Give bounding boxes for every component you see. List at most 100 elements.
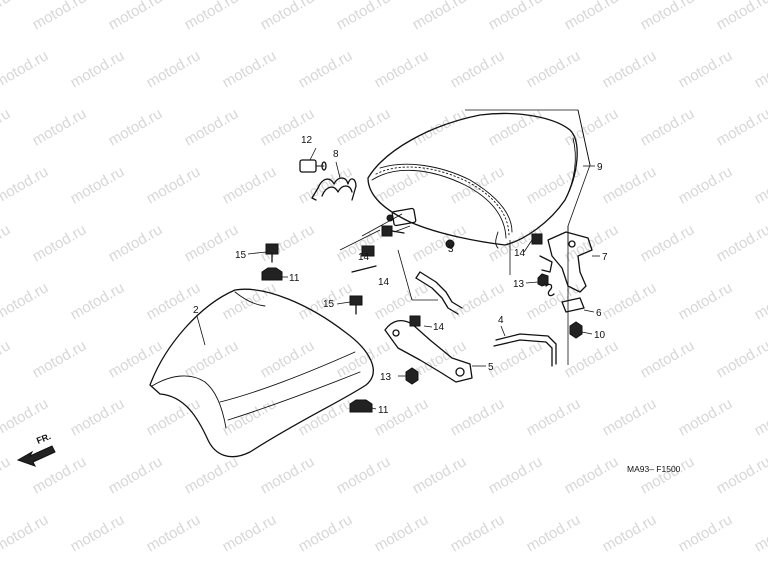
watermark-text: motod.ru: [448, 511, 508, 555]
watermark-text: motod.ru: [638, 105, 698, 149]
watermark-text: motod.ru: [144, 47, 204, 91]
watermark-text: motod.ru: [562, 0, 622, 33]
watermark-text: motod.ru: [638, 221, 698, 265]
watermark-text: motod.ru: [30, 221, 90, 265]
watermark-text: motod.ru: [182, 453, 242, 497]
watermark-text: motod.ru: [372, 395, 432, 439]
watermark-text: motod.ru: [0, 163, 51, 207]
watermark-text: motod.ru: [68, 395, 128, 439]
bolts-14-center: [351, 225, 405, 273]
watermark-text: motod.ru: [0, 47, 51, 91]
watermark-text: motod.ru: [752, 395, 768, 439]
watermark-text: motod.ru: [182, 0, 242, 33]
watermark-text: motod.ru: [296, 395, 356, 439]
watermark-text: motod.ru: [258, 221, 318, 265]
watermark-text: motod.ru: [334, 0, 394, 33]
watermark-text: motod.ru: [676, 511, 736, 555]
watermark-text: motod.ru: [486, 337, 546, 381]
watermark-text: motod.ru: [68, 511, 128, 555]
watermark-text: motod.ru: [524, 511, 584, 555]
watermark-text: motod.ru: [752, 511, 768, 555]
watermark-text: motod.ru: [676, 47, 736, 91]
seat-lock-bracket: [384, 315, 473, 383]
callout-14-d: 14: [514, 248, 526, 259]
watermark-text: motod.ru: [600, 395, 660, 439]
watermark-text: motod.ru: [372, 511, 432, 555]
watermark-text: motod.ru: [182, 105, 242, 149]
front-direction-marker: FR.: [16, 431, 56, 467]
watermark-text: motod.ru: [296, 47, 356, 91]
watermark-text: motod.ru: [714, 0, 768, 33]
watermark-text: motod.ru: [486, 453, 546, 497]
watermark-text: motod.ru: [106, 453, 166, 497]
watermark-text: motod.ru: [0, 279, 51, 323]
watermark-text: motod.ru: [714, 105, 768, 149]
callout-2: 2: [193, 305, 199, 316]
watermark-text: motod.ru: [258, 337, 318, 381]
lock-rod: [493, 333, 557, 367]
nut-11-upper: [261, 267, 283, 281]
seat-lock: [531, 231, 593, 293]
watermark-text: motod.ru: [448, 47, 508, 91]
watermark-text: motod.ru: [676, 163, 736, 207]
watermark-text: motod.ru: [676, 395, 736, 439]
watermark-text: motod.ru: [334, 453, 394, 497]
watermark-text: motod.ru: [220, 47, 280, 91]
callout-14-a: 14: [358, 252, 370, 263]
watermark-text: motod.ru: [562, 453, 622, 497]
watermark-text: motod.ru: [106, 337, 166, 381]
callout-5: 5: [488, 362, 494, 373]
watermark-text: motod.ru: [258, 0, 318, 33]
callout-15-upper: 15: [235, 250, 247, 261]
watermark-text: motod.ru: [0, 0, 13, 33]
watermark-text: motod.ru: [68, 279, 128, 323]
callout-11-lower: 11: [378, 405, 389, 416]
seat-lock-cable: [415, 271, 463, 315]
rear-seat-cowl: [367, 112, 578, 249]
watermark-text: motod.ru: [638, 0, 698, 33]
watermark-text: motod.ru: [0, 511, 51, 555]
watermark-text: motod.ru: [372, 47, 432, 91]
watermark-text: motod.ru: [68, 47, 128, 91]
callout-4: 4: [498, 315, 504, 326]
callout-9: 9: [597, 162, 603, 173]
watermark-text: motod.ru: [144, 511, 204, 555]
watermark-text: motod.ru: [0, 453, 13, 497]
watermark-text: motod.ru: [524, 279, 584, 323]
watermark-text: motod.ru: [524, 395, 584, 439]
watermark-text: motod.ru: [0, 337, 13, 381]
watermark-text: motod.ru: [182, 221, 242, 265]
watermark-text: motod.ru: [752, 163, 768, 207]
watermark-text: motod.ru: [486, 0, 546, 33]
watermark-text: motod.ru: [714, 337, 768, 381]
front-label: FR.: [35, 431, 52, 446]
watermark-text: motod.ru: [410, 0, 470, 33]
watermark-text: motod.ru: [30, 105, 90, 149]
watermark-text: motod.ru: [600, 511, 660, 555]
watermark-text: motod.ru: [486, 105, 546, 149]
callout-12: 12: [301, 135, 313, 146]
bolt-15-upper: [265, 243, 279, 263]
watermark-text: motod.ru: [296, 511, 356, 555]
watermark-text: motod.ru: [106, 0, 166, 33]
callout-6: 6: [596, 308, 602, 319]
callout-11-upper: 11: [289, 273, 300, 284]
callout-8: 8: [333, 149, 339, 160]
callout-7: 7: [602, 252, 608, 263]
watermark-text: motod.ru: [106, 105, 166, 149]
watermark-text: motod.ru: [600, 279, 660, 323]
callout-labels: 12 8 9 15 11 14 14 3 2 15 14 4 5 13 11 1…: [193, 135, 608, 416]
seat-lock-spring: [311, 177, 357, 201]
bolt-12: [299, 159, 327, 173]
watermark-text: motod.ru: [410, 221, 470, 265]
callout-3: 3: [448, 244, 454, 255]
watermark-text: motod.ru: [752, 279, 768, 323]
diagram-code: MA93– F1500: [627, 464, 681, 474]
watermark-text: motod.ru: [562, 221, 622, 265]
watermark-text: motod.ru: [448, 163, 508, 207]
callout-13-lower: 13: [380, 372, 392, 383]
watermark-text: motod.ru: [144, 163, 204, 207]
watermark-text: motod.ru: [676, 279, 736, 323]
watermark-text: motod.ru: [714, 221, 768, 265]
watermark-text: motod.ru: [258, 453, 318, 497]
